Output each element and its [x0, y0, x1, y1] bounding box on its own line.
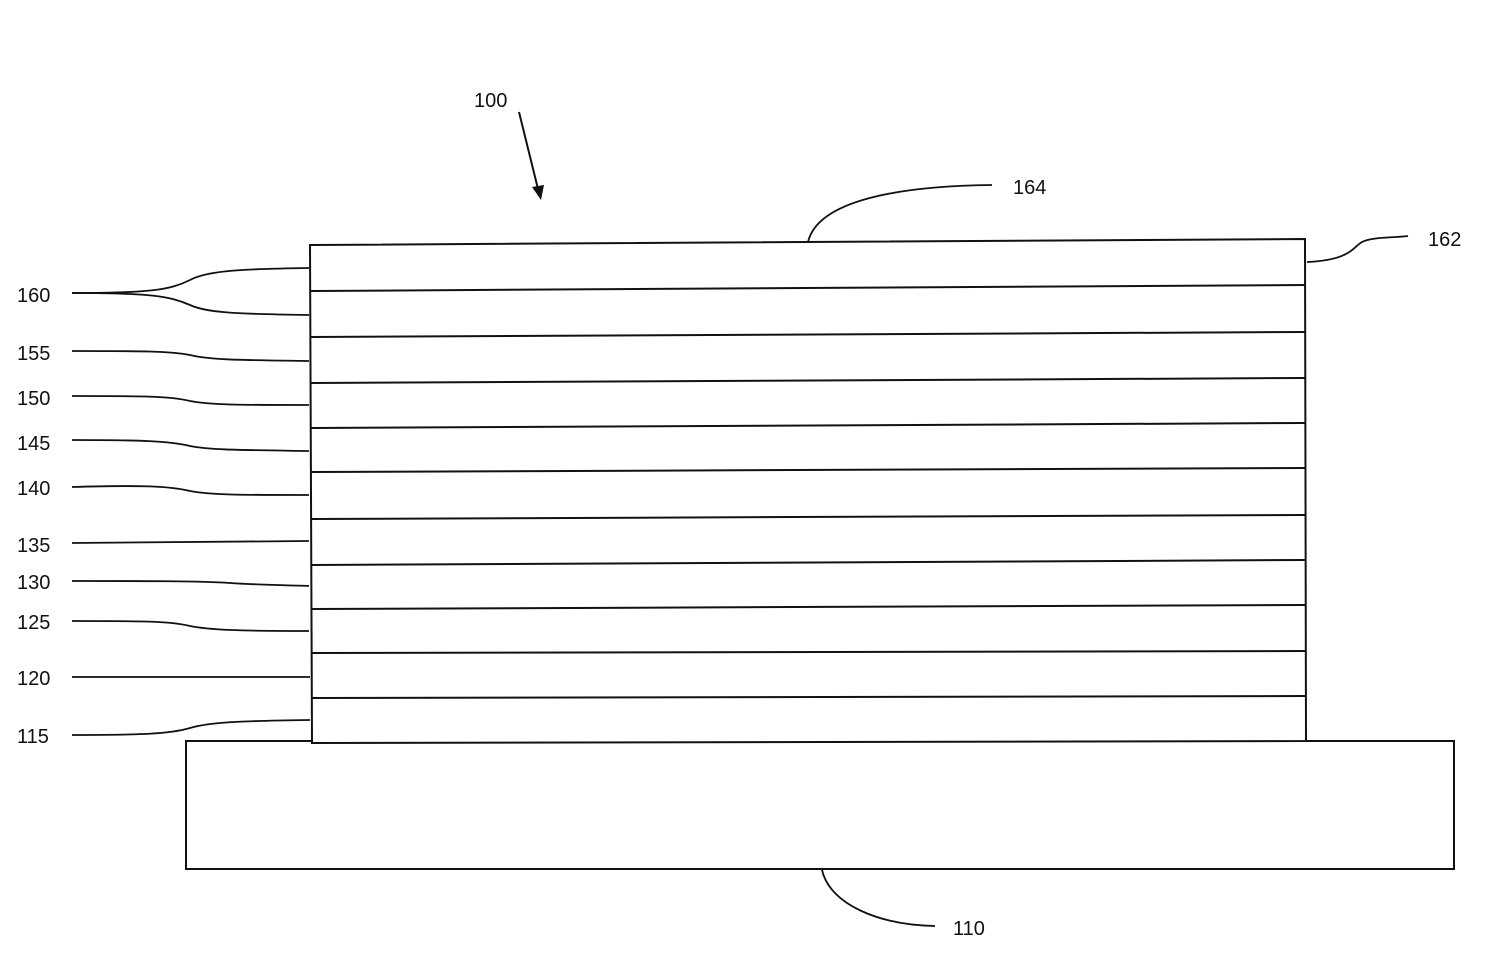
layer-label-150: 150 [17, 388, 50, 410]
layer-label-135: 135 [17, 535, 50, 557]
layer-leaders [72, 268, 310, 735]
device-arrow [519, 112, 544, 200]
layer-leader-155 [72, 351, 309, 361]
device-label: 100 [474, 90, 507, 112]
layer-leader-145 [72, 440, 309, 451]
substrate [186, 741, 1454, 869]
layer-labels: 160 155 150 145 140 135 130 125 120 115 [17, 285, 50, 748]
layer-leader-150 [72, 396, 309, 405]
substrate-label: 110 [953, 918, 985, 940]
layer-label-130: 130 [17, 572, 50, 594]
top-surface-label: 164 [1013, 177, 1046, 199]
layer-leader-130 [72, 581, 309, 586]
layer-leader-160 [72, 293, 309, 315]
top-surface-leader [808, 185, 992, 242]
layer-leader-160 [72, 268, 309, 293]
layer-label-145: 145 [17, 433, 50, 455]
substrate-leader [822, 870, 935, 926]
layer-label-160: 160 [17, 285, 50, 307]
layer-leader-125 [72, 621, 309, 631]
layer-label-125: 125 [17, 612, 50, 634]
layer-label-155: 155 [17, 343, 50, 365]
layer-label-140: 140 [17, 478, 50, 500]
layer-stack [310, 239, 1306, 743]
layer-leader-135 [72, 541, 309, 543]
layer-leader-115 [72, 720, 310, 735]
side-surface-leader [1307, 236, 1408, 262]
side-surface-label: 162 [1428, 229, 1461, 251]
layer-label-120: 120 [17, 668, 50, 690]
layer-leader-140 [72, 486, 309, 495]
layer-label-115: 115 [17, 726, 49, 748]
